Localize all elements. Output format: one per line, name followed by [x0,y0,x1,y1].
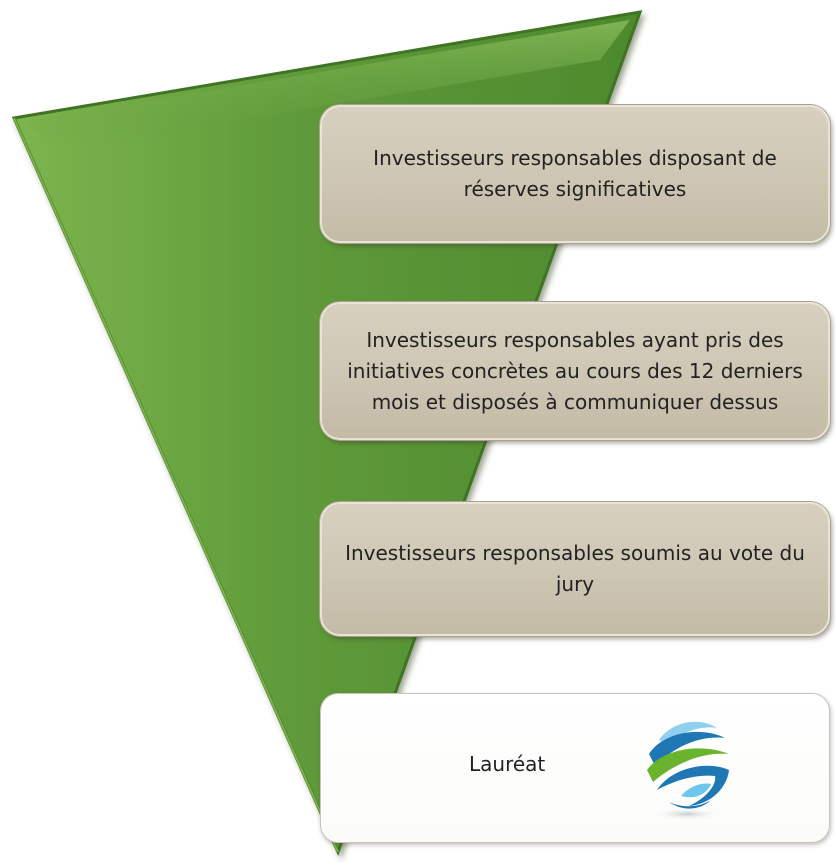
stage-box-reserves: Investisseurs responsables disposant de … [320,105,830,243]
stage-text-initiatives: Investisseurs responsables ayant pris de… [347,327,803,414]
stage-box-winner: Lauréat [320,693,830,843]
stage-box-jury-vote: Investisseurs responsables soumis au vot… [320,502,830,636]
funnel-left-edge [13,117,339,853]
winner-label: Lauréat [469,752,546,776]
stage-text-reserves: Investisseurs responsables disposant de … [373,146,777,201]
funnel-bevel [22,20,630,150]
globe-logo-icon [637,710,737,822]
stage-box-initiatives: Investisseurs responsables ayant pris de… [320,302,830,440]
stage-text-jury-vote: Investisseurs responsables soumis au vot… [345,541,805,596]
